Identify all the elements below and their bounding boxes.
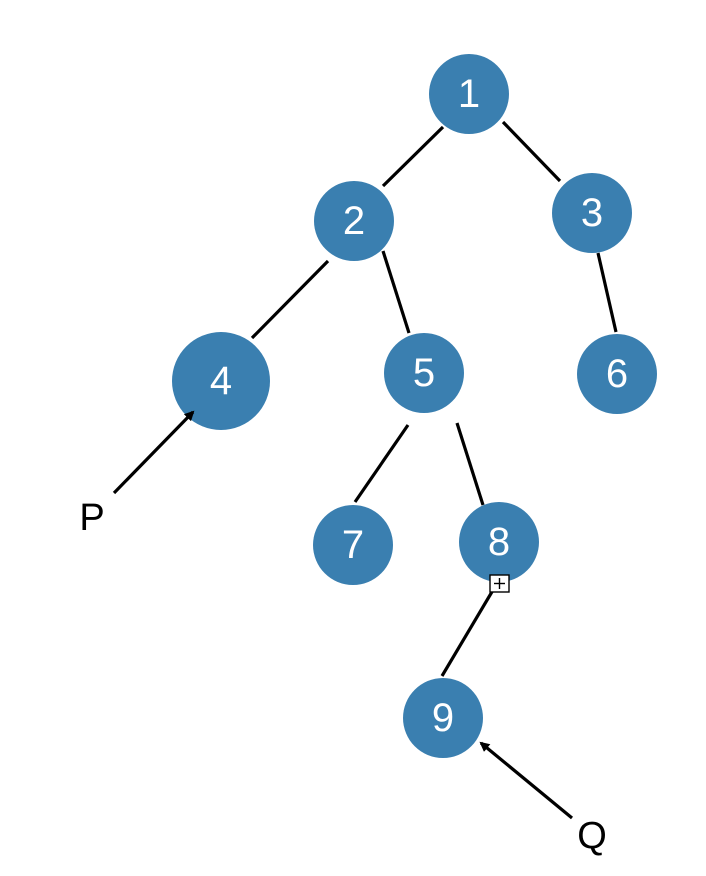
node-label: 1 — [458, 72, 480, 116]
node-label: 5 — [413, 351, 435, 395]
node-label: 6 — [606, 352, 628, 396]
pointer-q-arrow — [479, 741, 574, 820]
edge-8-9 — [440, 584, 498, 677]
connector-handle-icon[interactable] — [489, 574, 510, 593]
edge-5-7 — [353, 424, 410, 503]
tree-node-2: 2 — [314, 181, 394, 261]
tree-edges — [250, 120, 618, 677]
node-circle — [384, 333, 464, 413]
tree-node-8: 8 — [459, 502, 539, 582]
edge-3-6 — [596, 252, 618, 333]
edge-5-8 — [455, 422, 485, 506]
pointer-p-arrow — [112, 410, 195, 495]
edge-1-2 — [381, 125, 445, 188]
node-circle — [403, 678, 483, 758]
tree-node-6: 6 — [577, 334, 657, 414]
tree-node-1: 1 — [429, 54, 509, 134]
node-label: 7 — [342, 523, 364, 567]
tree-node-9: 9 — [403, 678, 483, 758]
pointer-p-label: P — [79, 497, 104, 539]
node-label: 4 — [210, 359, 232, 403]
pointer-q-label: Q — [577, 815, 607, 857]
node-circle — [172, 332, 270, 430]
node-label: 2 — [343, 199, 365, 243]
node-label: 9 — [432, 696, 454, 740]
node-circle — [314, 181, 394, 261]
node-circle — [552, 173, 632, 253]
tree-node-7: 7 — [313, 505, 393, 585]
tree-nodes: 1 2 3 4 5 6 7 8 — [172, 54, 657, 758]
pointer-q: Q — [479, 741, 607, 857]
node-label: 3 — [581, 191, 603, 235]
tree-node-3: 3 — [552, 173, 632, 253]
edge-2-5 — [381, 250, 411, 334]
node-circle — [459, 502, 539, 582]
node-circle — [313, 505, 393, 585]
pointer-p: P — [79, 410, 195, 539]
edge-2-4 — [250, 259, 330, 340]
tree-node-4: 4 — [172, 332, 270, 430]
edge-1-3 — [501, 120, 562, 183]
tree-node-5: 5 — [384, 333, 464, 413]
node-circle — [429, 54, 509, 134]
node-label: 8 — [488, 520, 510, 564]
node-circle — [577, 334, 657, 414]
